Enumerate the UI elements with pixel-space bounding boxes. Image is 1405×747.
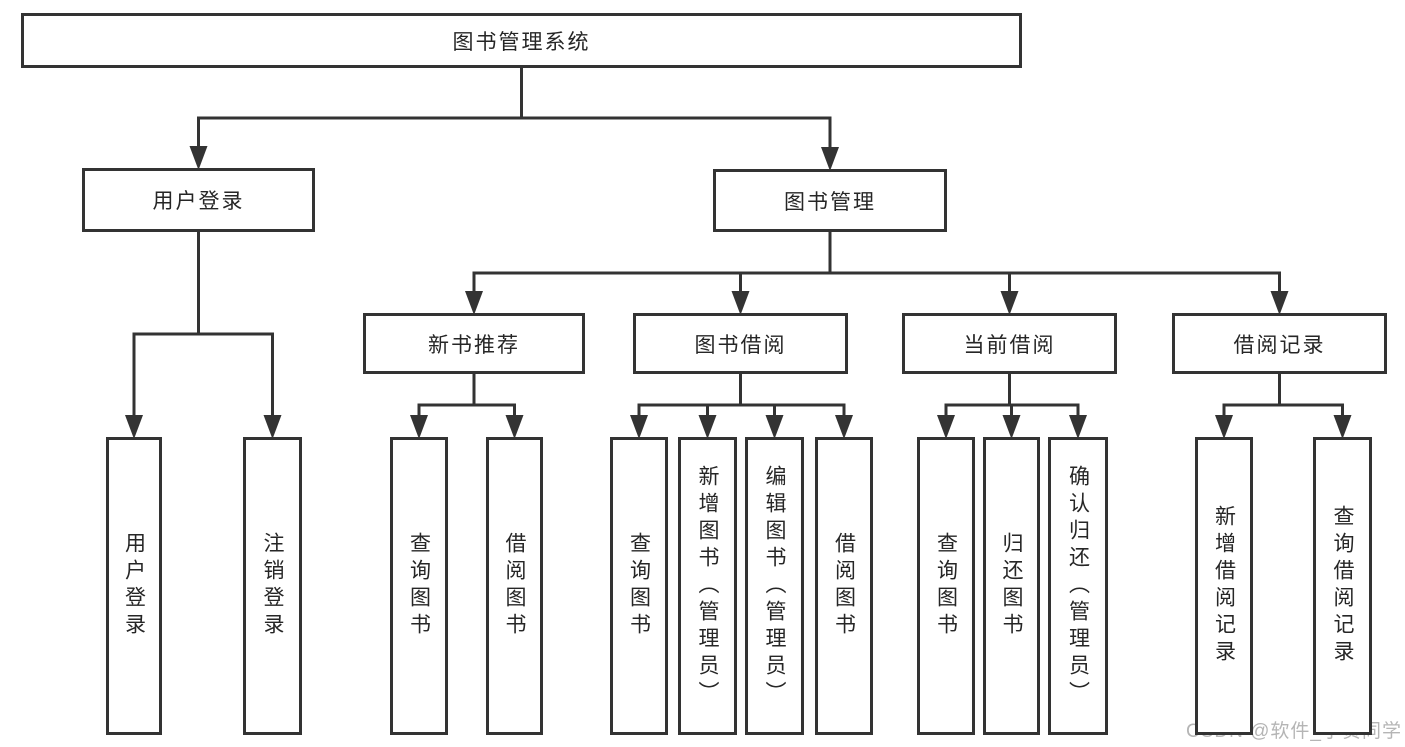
- node-library-system: 图书管理系统: [21, 13, 1022, 68]
- arrowhead-down-icon: [410, 415, 428, 439]
- node-book-borrow: 图书借阅: [633, 313, 848, 374]
- arrowhead-down-icon: [731, 291, 750, 315]
- node-new-book-recommend-label: 新书推荐: [428, 333, 520, 357]
- node-book-management-label: 图书管理: [784, 190, 876, 214]
- node-add-borrow-record: 新增借阅记录: [1195, 437, 1253, 735]
- node-borrow-books-recommend: 借阅图书: [486, 437, 543, 735]
- node-borrow-records-label: 借阅记录: [1233, 333, 1326, 357]
- node-query-books-current: 查询图书: [917, 437, 975, 735]
- arrowhead-down-icon: [937, 415, 955, 439]
- node-logout-leaf-label: 注销登录: [261, 532, 284, 640]
- arrowhead-down-icon: [765, 415, 784, 439]
- arrowhead-down-icon: [1000, 291, 1019, 315]
- arrowhead-down-icon: [835, 415, 853, 439]
- node-book-management: 图书管理: [713, 169, 947, 232]
- node-user-login: 用户登录: [82, 168, 315, 232]
- node-current-borrow-label: 当前借阅: [963, 333, 1056, 357]
- arrowhead-down-icon: [263, 415, 282, 439]
- node-new-book-recommend: 新书推荐: [363, 313, 585, 374]
- arrowhead-down-icon: [698, 415, 717, 439]
- node-borrow-books-recommend-label: 借阅图书: [503, 532, 526, 640]
- arrowhead-down-icon: [821, 147, 839, 171]
- node-logout-leaf: 注销登录: [243, 437, 302, 735]
- node-query-borrow-record: 查询借阅记录: [1313, 437, 1372, 735]
- node-query-borrow-record-label: 查询借阅记录: [1331, 505, 1354, 667]
- node-query-books-borrow-label: 查询图书: [627, 532, 651, 640]
- node-return-books: 归还图书: [983, 437, 1040, 735]
- arrowhead-down-icon: [189, 146, 208, 170]
- arrowhead-down-icon: [630, 415, 648, 439]
- node-library-system-label: 图书管理系统: [452, 30, 591, 54]
- node-borrow-books-borrow-label: 借阅图书: [832, 532, 856, 640]
- node-borrow-books-borrow: 借阅图书: [815, 437, 873, 735]
- arrowhead-down-icon: [505, 415, 524, 439]
- node-book-borrow-label: 图书借阅: [694, 333, 787, 357]
- node-add-borrow-record-label: 新增借阅记录: [1212, 505, 1236, 667]
- node-confirm-return-admin: 确认归还（管理员）: [1048, 437, 1108, 735]
- node-return-books-label: 归还图书: [1000, 532, 1023, 640]
- node-add-book-admin-label: 新增图书（管理员）: [696, 464, 719, 708]
- node-query-books-recommend: 查询图书: [390, 437, 448, 735]
- node-current-borrow: 当前借阅: [902, 313, 1117, 374]
- node-query-books-recommend-label: 查询图书: [407, 532, 431, 640]
- arrowhead-down-icon: [1215, 415, 1233, 439]
- arrowhead-down-icon: [1333, 415, 1352, 439]
- node-borrow-records: 借阅记录: [1172, 313, 1387, 374]
- arrowhead-down-icon: [1270, 291, 1289, 315]
- node-add-book-admin: 新增图书（管理员）: [678, 437, 737, 735]
- node-user-login-leaf: 用户登录: [106, 437, 162, 735]
- node-user-login-label: 用户登录: [152, 190, 245, 213]
- arrowhead-down-icon: [465, 291, 483, 315]
- node-user-login-leaf-label: 用户登录: [122, 532, 146, 640]
- node-edit-book-admin-label: 编辑图书（管理员）: [763, 464, 786, 708]
- node-query-books-borrow: 查询图书: [610, 437, 668, 735]
- node-edit-book-admin: 编辑图书（管理员）: [745, 437, 804, 735]
- node-confirm-return-admin-label: 确认归还（管理员）: [1066, 464, 1090, 708]
- arrowhead-down-icon: [125, 415, 143, 439]
- node-query-books-current-label: 查询图书: [934, 532, 958, 640]
- arrowhead-down-icon: [1002, 415, 1021, 439]
- arrowhead-down-icon: [1069, 415, 1087, 439]
